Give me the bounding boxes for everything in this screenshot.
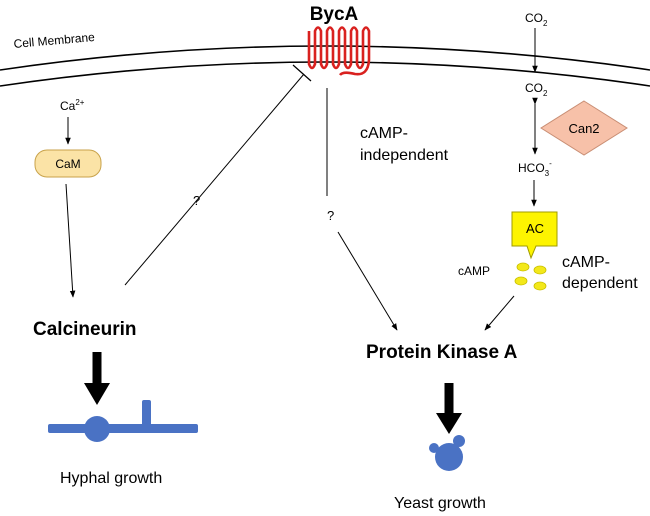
calcineurin-label: Calcineurin <box>33 319 136 340</box>
camp-independent-line1: cAMP- <box>360 125 408 142</box>
camp-independent-line2: independent <box>360 147 449 164</box>
question-mid: ? <box>327 208 334 223</box>
hyphae-icon <box>48 400 198 442</box>
inhibition-line <box>124 73 305 286</box>
hco3-label: HCO3- <box>518 159 552 178</box>
camp-molecules <box>514 262 547 291</box>
pka-arrow-head <box>436 413 462 434</box>
question-left: ? <box>193 193 200 208</box>
calcineurin-arrow-head <box>84 383 110 405</box>
cell-membrane <box>0 45 650 87</box>
cell-membrane-label: Cell Membrane <box>13 30 96 51</box>
can2-diamond <box>540 100 628 156</box>
camp-label: cAMP <box>458 264 490 278</box>
byca-label: BycA <box>310 4 359 25</box>
receptor-icon <box>307 26 371 76</box>
yeast-icon <box>429 435 465 471</box>
ac-label: AC <box>526 221 544 236</box>
yeast-growth-label: Yeast growth <box>394 495 486 512</box>
arrow-to-pka-right <box>484 295 515 331</box>
ac-callout <box>511 211 558 260</box>
pka-label: Protein Kinase A <box>366 342 518 363</box>
arrow-cam-calcineurin <box>65 183 76 298</box>
inhibition-bar <box>292 64 312 82</box>
can2-label: Can2 <box>568 121 599 136</box>
hyphal-growth-label: Hyphal growth <box>60 470 162 487</box>
cam-label: CaM <box>55 157 80 171</box>
camp-dependent-line1: cAMP- <box>562 254 610 271</box>
co2-top-label: CO2 <box>525 11 548 28</box>
arrow-to-pka-left <box>337 231 398 331</box>
co2-mid-label: CO2 <box>525 81 548 98</box>
camp-dependent-line2: dependent <box>562 275 638 292</box>
ca-label: Ca2+ <box>60 98 85 113</box>
cam-box <box>34 149 102 178</box>
